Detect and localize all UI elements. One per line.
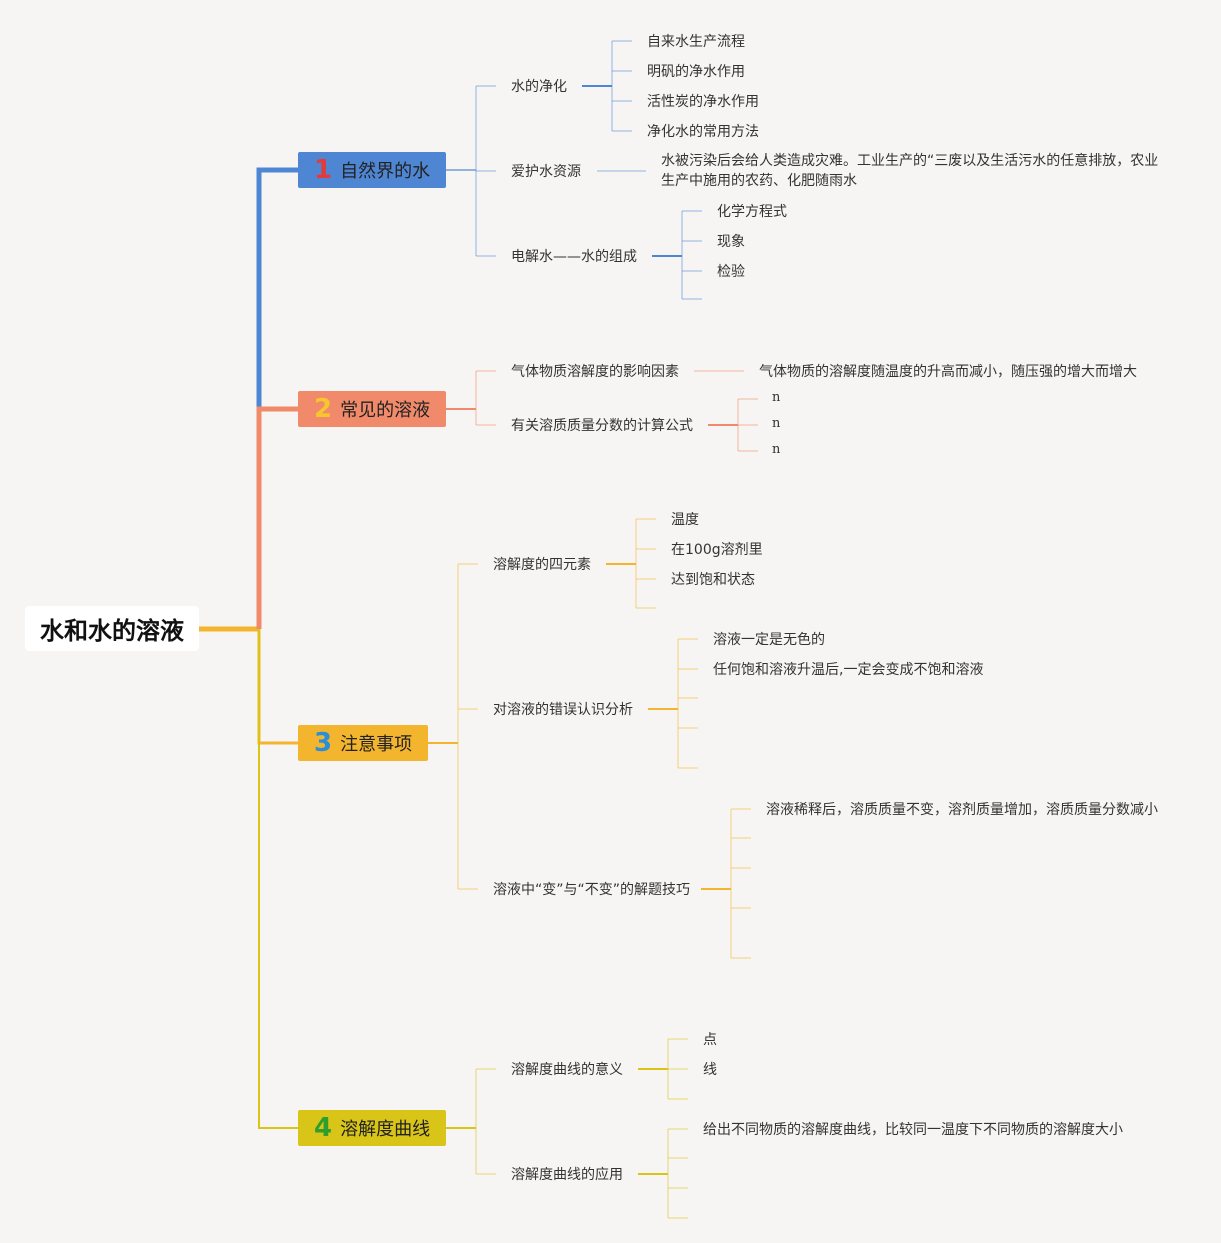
sub-3-1-ticks [636, 518, 656, 609]
sub-2-2-ticks [738, 398, 758, 452]
branch-number: 2 [314, 394, 333, 424]
leaf[interactable]: 任何饱和溶液升温后,一定会变成不饱和溶液 [713, 662, 984, 678]
branch-common-solutions[interactable]: 2 常见的溶液 [298, 391, 446, 427]
sub-3-3-ticks [731, 808, 751, 959]
subtopic[interactable]: 溶液中“变”与“不变”的解题技巧 [493, 882, 691, 898]
sub-3-2-ticks [678, 638, 698, 769]
branch-label: 自然界的水 [340, 161, 431, 182]
leaf[interactable]: 线 [703, 1062, 717, 1078]
leaf[interactable]: 温度 [671, 512, 699, 528]
subtopic[interactable]: 气体物质溶解度的影响因素 [511, 364, 679, 380]
branch-solubility-curve[interactable]: 4 溶解度曲线 [298, 1110, 446, 1146]
sub-1-3-ticks [682, 210, 702, 300]
branch-number: 3 [314, 728, 333, 758]
subtopic[interactable]: 有关溶质质量分数的计算公式 [511, 418, 693, 434]
subtopic[interactable]: 水的净化 [511, 79, 567, 95]
leaf[interactable]: 水被污染后会给人类造成灾难。工业生产的“三废以及生活污水的任意排放，农业生产中施… [661, 153, 1159, 189]
root-topic[interactable]: 水和水的溶液 [25, 606, 199, 651]
branch-natural-water[interactable]: 1 自然界的水 [298, 152, 446, 188]
trunk-branch-3 [257, 629, 298, 745]
leaf[interactable]: 达到饱和状态 [671, 572, 755, 588]
leaf[interactable]: n [772, 416, 781, 431]
leaf[interactable]: 在100g溶剂里 [671, 542, 763, 558]
leaf[interactable]: 净化水的常用方法 [647, 124, 759, 140]
sub-4-1-ticks [668, 1038, 688, 1100]
root-title: 水和水的溶液 [40, 617, 184, 645]
trunk-branch-4 [258, 629, 298, 1129]
subtopic[interactable]: 溶解度曲线的意义 [511, 1062, 623, 1078]
branch-label: 溶解度曲线 [340, 1119, 431, 1140]
branch-number: 1 [314, 155, 333, 185]
branch-label: 注意事项 [340, 734, 413, 755]
branch-number: 4 [314, 1113, 333, 1143]
subtopic[interactable]: 溶解度的四元素 [493, 557, 591, 573]
branch-label: 常见的溶液 [340, 400, 431, 421]
branch-notes[interactable]: 3 注意事项 [298, 725, 428, 761]
trunk-branch-1 [256, 167, 298, 629]
leaf[interactable]: 活性炭的净水作用 [647, 94, 759, 110]
leaf[interactable]: 现象 [717, 234, 745, 250]
leaf[interactable]: 自来水生产流程 [647, 34, 745, 50]
leaf[interactable]: 明矾的净水作用 [647, 64, 745, 80]
branch-2-ticks [476, 370, 496, 426]
subtopic[interactable]: 爱护水资源 [511, 164, 581, 180]
leaf[interactable]: 溶液稀释后，溶质质量不变，溶剂质量增加，溶质质量分数减小 [766, 802, 1158, 818]
branch-3-ticks [458, 563, 478, 890]
leaf[interactable]: 检验 [717, 264, 745, 280]
sub-1-1-ticks [612, 40, 632, 132]
subtopic[interactable]: 对溶液的错误认识分析 [493, 702, 633, 718]
trunk-branch-2 [256, 406, 298, 629]
leaf[interactable]: n [772, 390, 781, 405]
leaf[interactable]: 点 [703, 1032, 717, 1048]
subtopic[interactable]: 电解水——水的组成 [511, 249, 637, 265]
leaf[interactable]: 给出不同物质的溶解度曲线，比较同一温度下不同物质的溶解度大小 [703, 1122, 1123, 1138]
sub-4-2-ticks [668, 1128, 688, 1219]
branch-1-ticks [476, 85, 496, 257]
leaf[interactable]: 气体物质的溶解度随温度的升高而减小，随压强的增大而增大 [759, 364, 1137, 380]
subtopic[interactable]: 溶解度曲线的应用 [511, 1167, 623, 1183]
leaf[interactable]: 溶液一定是无色的 [713, 632, 825, 648]
leaf[interactable]: 化学方程式 [717, 204, 787, 220]
leaf[interactable]: n [772, 442, 781, 457]
branch-4-ticks [476, 1068, 496, 1175]
